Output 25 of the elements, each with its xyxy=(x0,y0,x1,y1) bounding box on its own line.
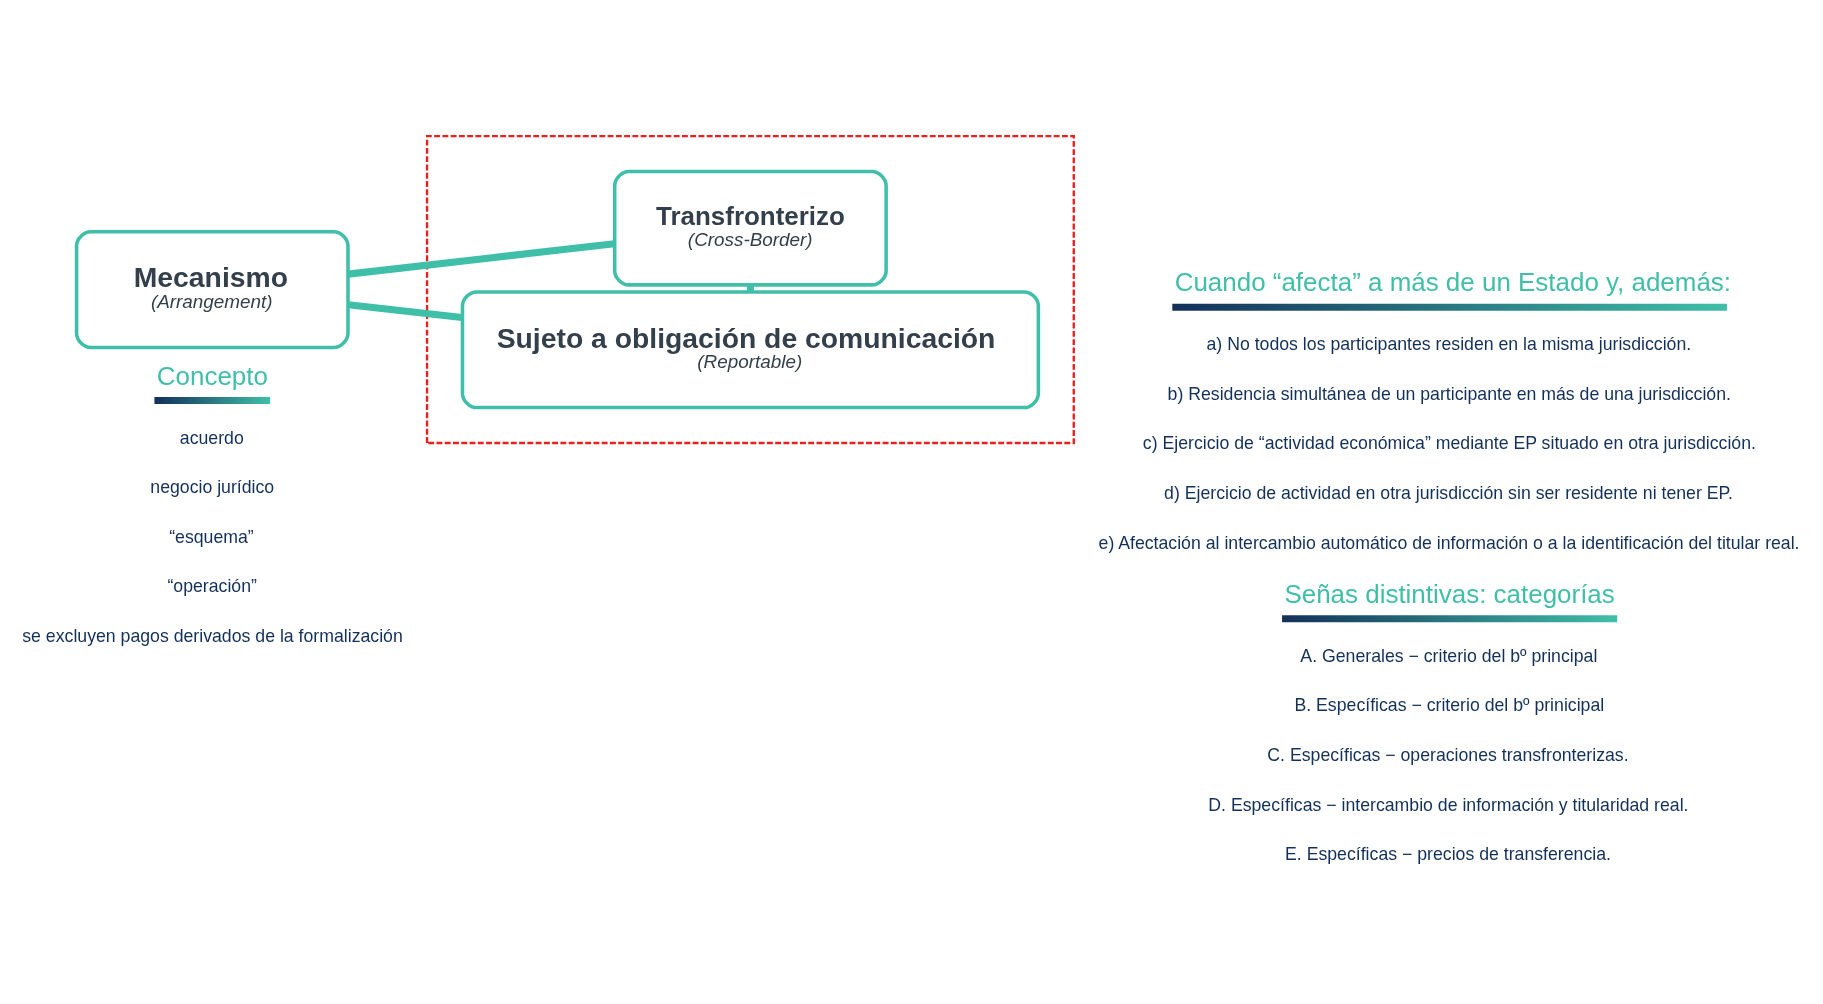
connector xyxy=(347,240,615,278)
node-box: Mecanismo (Arrangement) xyxy=(74,230,350,350)
label: Cuando “afecta” a más de un Estado y, además: xyxy=(1174,267,1732,298)
node-box: Sujeto a obligación de comunicación (Reportable) xyxy=(460,290,1041,410)
label: b) Residencia simultánea de un participante en más de una jurisdicción. xyxy=(1167,383,1731,404)
label: Concepto xyxy=(156,360,268,391)
label: se excluyen pagos derivados de la formalización xyxy=(22,625,403,646)
connector xyxy=(347,301,463,322)
label: negocio jurídico xyxy=(150,477,275,498)
label: a) No todos los participantes residen en la misma jurisdicción. xyxy=(1206,334,1692,355)
label: d) Ejercicio de actividad en otra jurisdicción sin ser residente ni tener EP. xyxy=(1164,483,1733,504)
label: “esquema” xyxy=(169,526,254,547)
node-box: Transfronterizo (Cross-Border) xyxy=(612,169,888,287)
label: “operación” xyxy=(167,576,257,597)
connector xyxy=(746,284,754,292)
label: C. Específicas − operaciones transfronterizas. xyxy=(1267,745,1629,766)
label: B. Específicas − criterio del bº prinicipal xyxy=(1294,695,1605,716)
label: acuerdo xyxy=(179,427,244,448)
label: Señas distintivas: categorías xyxy=(1284,579,1615,610)
cluster xyxy=(425,135,1075,445)
label: E. Específicas − precios de transferencia. xyxy=(1285,844,1611,865)
label: c) Ejercicio de “actividad económica” mediante EP situado en otra jurisdicción. xyxy=(1142,433,1756,454)
label: e) Afectación al intercambio automático de información o a la identificación del titular real. xyxy=(1098,532,1800,553)
label: D. Específicas − intercambio de información y titularidad real. xyxy=(1208,794,1689,815)
label: A. Generales − criterio del bº principal xyxy=(1300,645,1598,666)
